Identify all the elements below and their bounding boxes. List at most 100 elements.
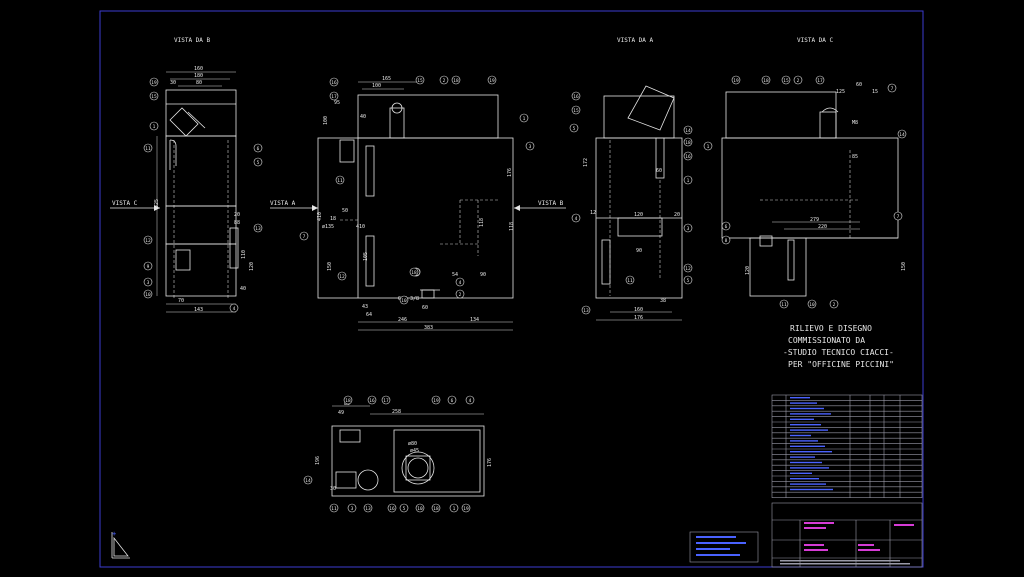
callout-balloon-label: 2 [833,302,836,308]
callout-balloon [329,503,339,513]
svg-text:12: 12 [590,210,596,216]
svg-text:RILIEVO E DISEGNO: RILIEVO E DISEGNO [790,324,872,333]
svg-text:279: 279 [810,217,819,223]
callout-balloon-label: 10 [401,298,407,304]
callout-balloon-label: 18 [453,78,459,84]
callout-balloon [409,267,419,277]
callout-balloon [569,123,579,133]
callout-balloon [143,289,153,299]
callout-balloon [449,503,459,513]
callout-balloon [431,395,441,405]
callout-balloon-label: 1 [707,144,710,150]
view-b-title: VISTA DA B [174,37,211,44]
callout-balloon [415,503,425,513]
view-c: VISTA DA C 60 125 15 M8 85 279 220 120 1… [721,37,907,297]
callout-balloon-label: 12 [339,274,345,280]
callout-balloon [455,277,465,287]
view-c-title: VISTA DA C [797,37,834,44]
callout-balloon [399,295,409,305]
callout-balloon [343,395,353,405]
callout-balloon [363,503,373,513]
svg-text:88: 88 [234,220,240,226]
callout-balloon [683,125,693,135]
svg-text:196: 196 [315,456,321,465]
callout-balloon [337,271,347,281]
svg-text:-STUDIO TECNICO CIACCI-: -STUDIO TECNICO CIACCI- [783,348,894,357]
callout-balloon-label: 9 [147,264,150,270]
svg-text:410: 410 [317,212,323,221]
svg-text:150: 150 [327,262,333,271]
callout-balloon [229,303,239,313]
callout-balloon-label: 15 [417,78,423,84]
svg-text:+: + [112,530,116,538]
svg-text:18: 18 [330,216,336,222]
commission-note: RILIEVO E DISEGNO COMMISSIONATO DA -STUD… [783,324,894,369]
svg-text:100: 100 [323,116,329,125]
callout-balloon-label: 3 [687,226,690,232]
callout-balloon-label: 11 [337,178,343,184]
view-front: 165 100 95 100 40 50 18 ø135 410 410 150… [270,76,566,331]
callout-balloon-label: 1 [687,178,690,184]
callout-balloon-label: 15 [783,78,789,84]
svg-text:120: 120 [745,266,751,275]
callout-balloon-label: 14 [305,478,311,484]
callout-balloon-label: 4 [459,280,462,286]
svg-text:30: 30 [330,486,336,492]
callout-balloon-label: 3 [351,506,354,512]
svg-text:43: 43 [362,304,368,310]
svg-text:410: 410 [356,224,365,230]
svg-text:160: 160 [634,307,643,313]
callout-balloon-label: 5 [573,126,576,132]
callout-balloon [731,75,741,85]
callout-balloon [451,75,461,85]
callout-balloon [683,137,693,147]
callout-balloon [447,395,457,405]
callout-balloon-label: 6 [257,146,260,152]
callout-balloon [329,91,339,101]
callout-balloon-label: 1 [153,124,156,130]
view-a: VISTA DA A 172 60 120 90 20 12 38 160 17… [583,37,683,321]
callout-balloon [683,275,693,285]
callout-balloon [779,299,789,309]
svg-text:38: 38 [660,298,666,304]
svg-text:M8: M8 [852,120,858,126]
callout-balloon-label: 13 [583,308,589,314]
callout-balloon [465,395,475,405]
callout-balloon-label: 1 [523,116,526,122]
svg-text:172: 172 [583,158,589,167]
callout-balloon [143,261,153,271]
callout-balloon [807,299,817,309]
callout-balloon-label: 16 [369,398,375,404]
callout-balloon-label: 19 [489,78,495,84]
callout-balloon-label: 14 [899,132,905,138]
callout-balloon-label: 3 [147,280,150,286]
callout-balloon [253,157,263,167]
arrow-vista-c: VISTA C [112,200,138,207]
callout-balloon-label: 7 [891,86,894,92]
svg-text:160: 160 [194,66,203,72]
callout-balloon [721,221,731,231]
callout-balloon-label: 11 [627,278,633,284]
callout-balloon [683,175,693,185]
svg-text:50: 50 [342,208,348,214]
callout-balloon-label: 17 [383,398,389,404]
view-b: VISTA DA B 160 180 80 30 325 20 88 110 1… [110,37,255,313]
callout-balloon-label: 4 [469,398,472,404]
svg-text:134: 134 [470,317,479,323]
svg-text:150: 150 [901,262,907,271]
callout-balloon [431,503,441,513]
callout-balloon [703,141,713,151]
callout-balloon [519,113,529,123]
svg-text:120: 120 [249,262,255,271]
callout-balloon-label: 13 [255,226,261,232]
callout-balloon [149,91,159,101]
callout-balloon [347,503,357,513]
callout-balloon [149,77,159,87]
callout-balloon-label: 18 [685,140,691,146]
callout-balloon-label: 18 [433,506,439,512]
svg-text:110: 110 [241,250,247,259]
callout-balloon-label: 13 [365,506,371,512]
callout-balloon [439,75,449,85]
callout-balloon-label: 1 [453,506,456,512]
svg-text:165: 165 [382,76,391,82]
